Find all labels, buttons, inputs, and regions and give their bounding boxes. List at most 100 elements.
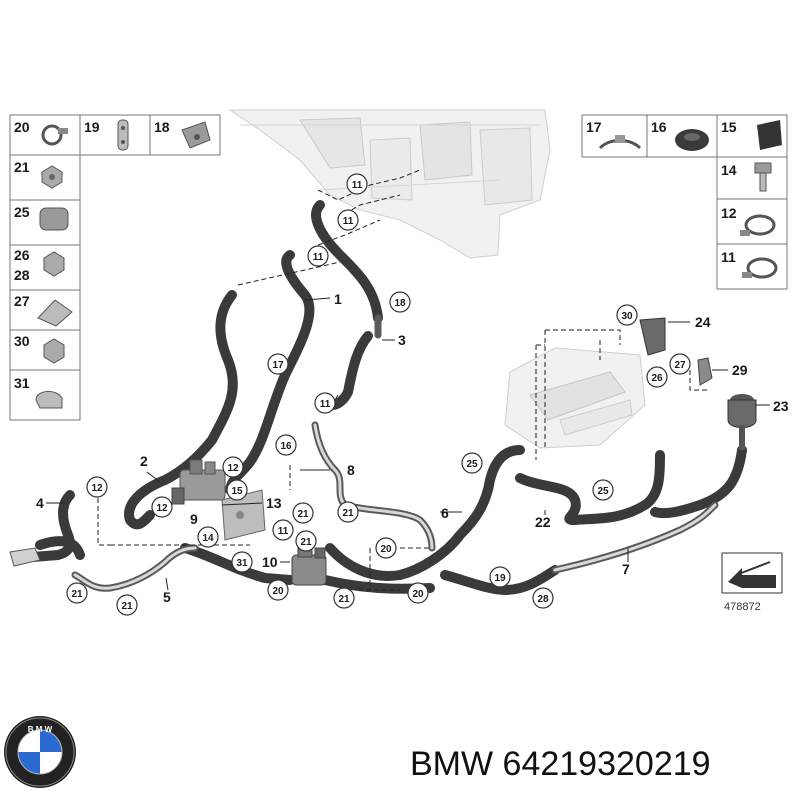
circled-callout: 11 (307, 245, 329, 267)
catalog-left-label-7: 27 (14, 293, 30, 309)
hose-clamp-icon-11 (742, 257, 778, 279)
svg-text:19: 19 (494, 573, 506, 584)
catalog-left-label-3: 21 (14, 159, 30, 175)
svg-text:27: 27 (674, 360, 686, 371)
svg-text:20: 20 (412, 589, 424, 600)
svg-text:26: 26 (651, 373, 663, 384)
svg-text:11: 11 (343, 216, 354, 227)
callout-numbers: 1 2 3 4 5 6 7 8 9 10 13 22 23 24 29 (36, 291, 789, 605)
circled-callout: 20 (375, 537, 397, 559)
catalog-left-label-6: 28 (14, 267, 30, 283)
bracket-13 (221, 489, 266, 541)
hose-1 (124, 290, 238, 530)
hose-clamp-icon (41, 124, 68, 146)
svg-text:17: 17 (272, 360, 284, 371)
circled-callout: 31 (231, 551, 253, 573)
catalog-left-label-9: 31 (14, 375, 30, 391)
reservoir-23 (727, 394, 757, 450)
catalog-right-label-1: 16 (651, 119, 667, 135)
hvac-housing-ghost (228, 109, 551, 259)
circled-callout: 25 (592, 479, 614, 501)
bmw-logo: B M W (4, 716, 76, 788)
hose-22 (515, 450, 665, 525)
svg-text:2: 2 (140, 453, 148, 469)
bracket-29 (697, 357, 713, 386)
svg-text:21: 21 (121, 601, 133, 612)
svg-text:21: 21 (71, 589, 83, 600)
catalog-left-label-5: 26 (14, 247, 30, 263)
pipe-holder-icon (117, 119, 129, 151)
grommet-icon (675, 129, 709, 151)
svg-text:11: 11 (278, 526, 289, 537)
catalog-right-label-0: 17 (586, 119, 602, 135)
hose-clamp-icon-12 (740, 214, 776, 236)
catalog-right-label-3: 14 (721, 162, 737, 178)
components (9, 317, 757, 586)
catalog-right-label-4: 12 (721, 205, 737, 221)
circled-callout: 21 (333, 587, 355, 609)
reference-number: 478872 (724, 601, 761, 613)
svg-text:12: 12 (91, 483, 103, 494)
svg-text:24: 24 (695, 314, 711, 330)
spring-nut-icon (37, 299, 73, 327)
svg-text:13: 13 (266, 495, 282, 511)
parts-catalog-left: 20 19 18 21 25 26 28 27 30 31 (9, 114, 221, 421)
hose-upper (311, 200, 383, 323)
expansion-tank-ghost (504, 347, 646, 449)
part-number: 64219320219 (502, 745, 711, 783)
svg-text:21: 21 (300, 537, 312, 548)
svg-text:29: 29 (732, 362, 748, 378)
svg-text:21: 21 (338, 594, 350, 605)
svg-text:20: 20 (380, 544, 392, 555)
svg-text:18: 18 (394, 298, 406, 309)
rubber-mount-icon (757, 120, 782, 150)
pipe-clip-icon (35, 391, 63, 409)
circled-callout: 12 (151, 496, 173, 518)
circled-callout: 16 (275, 434, 297, 456)
svg-text:21: 21 (342, 508, 354, 519)
svg-text:8: 8 (347, 462, 355, 478)
svg-text:15: 15 (231, 486, 243, 497)
circled-callout: 12 (222, 456, 244, 478)
brand-name: BMW (410, 745, 494, 783)
circled-callout: 21 (116, 594, 138, 616)
tank-dashed-guides (535, 329, 621, 460)
pipe-end-4 (9, 547, 41, 567)
svg-text:B M W: B M W (28, 725, 53, 734)
catalog-left-label-1: 19 (84, 119, 100, 135)
svg-text:11: 11 (313, 252, 324, 263)
catalog-left-label-0: 20 (14, 119, 30, 135)
hose-3 (327, 331, 373, 410)
circled-callout: 30 (616, 304, 638, 326)
circled-callout: 17 (267, 353, 289, 375)
valve-10 (291, 544, 327, 586)
pipe-8 (311, 421, 436, 552)
circled-callout: 21 (66, 582, 88, 604)
svg-text:28: 28 (537, 594, 549, 605)
hose-19 (440, 565, 560, 595)
circled-callout: 12 (86, 476, 108, 498)
circled-callout: 21 (292, 502, 314, 524)
bracket-24 (639, 317, 666, 356)
bolt-icon (754, 162, 772, 192)
hose-1b (225, 250, 315, 495)
svg-text:12: 12 (227, 463, 239, 474)
circled-callout: 28 (532, 587, 554, 609)
svg-text:4: 4 (36, 495, 44, 511)
circled-callout: 21 (337, 501, 359, 523)
hex-nut-icon (41, 165, 63, 189)
nut-icon (43, 251, 65, 277)
reference-arrow-box: 478872 (721, 552, 783, 613)
svg-text:5: 5 (163, 589, 171, 605)
svg-text:30: 30 (621, 311, 633, 322)
valve-9 (171, 459, 226, 505)
circled-callout: 25 (461, 452, 483, 474)
svg-text:12: 12 (156, 503, 168, 514)
circled-callout: 11 (337, 209, 359, 231)
catalog-right-label-2: 15 (721, 119, 737, 135)
circled-callout: 27 (669, 353, 691, 375)
strap-clamp-icon (598, 135, 642, 150)
svg-text:14: 14 (202, 533, 214, 544)
hose-left-lower (35, 536, 85, 560)
